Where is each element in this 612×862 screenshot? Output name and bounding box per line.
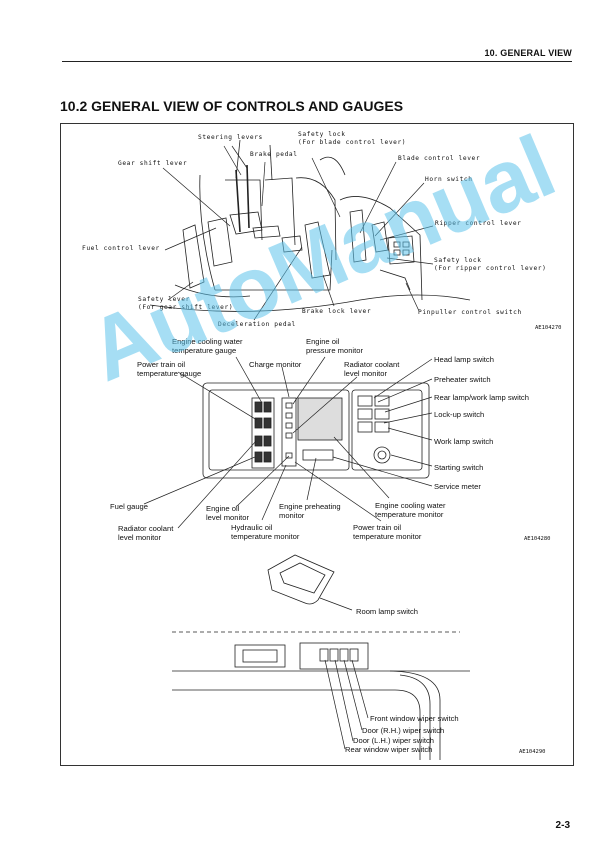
label-safety-lock-blade: Safety lock (For blade control lever) — [298, 131, 407, 146]
label-service-meter: Service meter — [434, 482, 481, 491]
label-room-lamp-switch: Room lamp switch — [356, 607, 419, 616]
label-safety-lock-ripper: Safety lock (For ripper control lever) — [434, 257, 547, 272]
label-starting-switch: Starting switch — [434, 463, 484, 472]
header-rule — [62, 61, 572, 62]
label-radiator-coolant-level-monitor-bottom: Radiator coolant level monitor — [118, 524, 174, 542]
label-door-lh-wiper-switch: Door (L.H.) wiper switch — [353, 736, 435, 745]
label-radiator-coolant-level-monitor-top: Radiator coolant level monitor — [344, 360, 400, 378]
label-ripper-control-lever: Ripper control lever — [435, 220, 522, 227]
label-gear-shift-lever: Gear shift lever — [118, 160, 188, 167]
label-pinpuller-control-switch: Pinpuller control switch — [418, 309, 522, 316]
label-engine-cooling-water-monitor: Engine cooling water temperature monitor — [375, 501, 446, 519]
label-brake-lock-lever: Brake lock lever — [302, 308, 372, 315]
label-deceleration-pedal: Deceleration pedal — [218, 321, 296, 328]
label-head-lamp-switch: Head lamp switch — [434, 355, 494, 364]
label-engine-preheating-monitor: Engine preheating monitor — [279, 502, 341, 520]
figure3-code: AE104290 — [519, 749, 546, 755]
instrument-panel-drawing — [202, 382, 430, 479]
label-work-lamp-switch: Work lamp switch — [434, 437, 494, 446]
label-engine-cooling-water-gauge: Engine cooling water temperature gauge — [172, 337, 243, 355]
label-charge-monitor: Charge monitor — [249, 360, 302, 369]
label-preheater-switch: Preheater switch — [434, 375, 491, 384]
label-power-train-oil-monitor: Power train oil temperature monitor — [353, 523, 422, 541]
label-brake-pedal: Brake pedal — [250, 151, 298, 158]
label-engine-oil-level-monitor: Engine oil level monitor — [206, 504, 250, 522]
figure2-code: AE104280 — [524, 536, 551, 542]
page-number: 2-3 — [555, 820, 570, 831]
label-hydraulic-oil-monitor: Hydraulic oil temperature monitor — [231, 523, 300, 541]
label-fuel-gauge: Fuel gauge — [110, 502, 148, 511]
section-title: 10.2 GENERAL VIEW OF CONTROLS AND GAUGES — [60, 98, 404, 114]
figure-frame — [60, 123, 574, 766]
label-engine-oil-pressure-monitor: Engine oil pressure monitor — [306, 337, 363, 355]
cab-controls-drawing — [149, 139, 471, 312]
roof-panel-drawing — [172, 631, 470, 760]
label-safety-lever: Safety lever (For gear shift lever) — [138, 296, 234, 311]
label-fuel-control-lever: Fuel control lever — [82, 245, 160, 252]
label-lockup-switch: Lock-up switch — [434, 410, 485, 419]
running-header: 10. GENERAL VIEW — [484, 48, 572, 58]
label-rear-work-lamp-switch: Rear lamp/work lamp switch — [434, 393, 529, 402]
room-lamp-drawing — [267, 554, 335, 605]
label-rear-wiper-switch: Rear window wiper switch — [345, 745, 433, 754]
label-front-wiper-switch: Front window wiper switch — [370, 714, 459, 723]
label-horn-switch: Horn switch — [425, 176, 473, 183]
label-power-train-oil-gauge: Power train oil temperature gauge — [137, 360, 202, 378]
label-blade-control-lever: Blade control lever — [398, 155, 481, 162]
figure1-code: AE104270 — [535, 325, 562, 331]
label-steering-levers: Steering levers — [198, 134, 263, 141]
label-door-rh-wiper-switch: Door (R.H.) wiper switch — [362, 726, 445, 735]
